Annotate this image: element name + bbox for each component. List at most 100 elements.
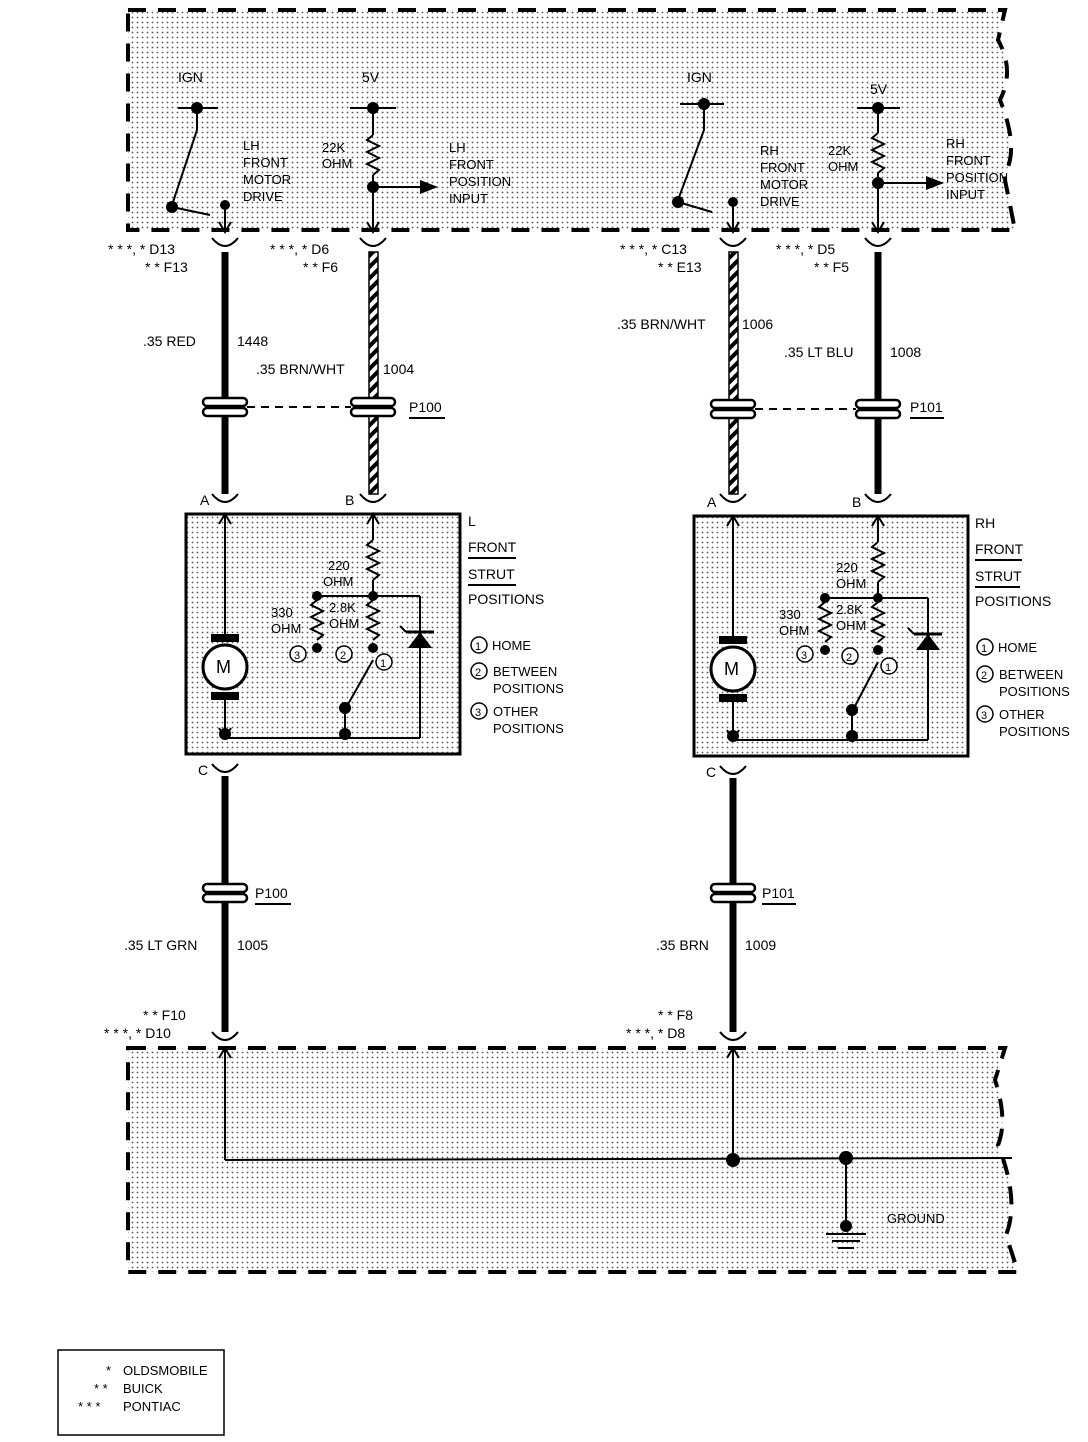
- right-position-label-1: RH: [946, 136, 965, 151]
- strut-left-title-3: STRUT: [468, 566, 515, 582]
- strut-left-pin-c: C: [198, 762, 208, 778]
- strut-left-legend-between-2: POSITIONS: [493, 681, 564, 696]
- legend-stars-pontiac: * * *: [78, 1399, 100, 1414]
- terminal-left-a-top: [211, 237, 239, 247]
- ground-symbol: [826, 1233, 866, 1249]
- terminal-left-b-pontiac: * * *, * D6: [270, 241, 329, 257]
- strut-left-marker-2: 2: [340, 650, 346, 662]
- left-ign-label: IGN: [178, 69, 203, 85]
- strut-right-marker-3: 3: [801, 650, 807, 662]
- legend-stars-oldsmobile: *: [106, 1363, 111, 1378]
- wire-left-a-circuit: 1448: [237, 333, 268, 349]
- strut-right-legend-between-1: BETWEEN: [999, 667, 1063, 682]
- strut-left-legend-other-1: OTHER: [493, 704, 539, 719]
- left-22k-value: 22K: [322, 140, 345, 155]
- terminal-right-a-buick: * * E13: [658, 259, 702, 275]
- strut-left-pin-c-cup: [211, 763, 239, 773]
- terminal-right-b-top: [864, 237, 892, 247]
- strut-left-marker-1: 1: [380, 658, 386, 670]
- left-position-label-4: INPUT: [449, 191, 488, 206]
- wire-left-a-gauge-color: .35 RED: [143, 333, 196, 349]
- strut-right-pin-c: C: [706, 764, 716, 780]
- wire-right-a-gauge-color: .35 BRN/WHT: [617, 316, 706, 332]
- strut-right-220-value: 220: [836, 560, 858, 575]
- left-22k-unit: OHM: [322, 156, 352, 171]
- legend-stars-buick: * *: [94, 1381, 108, 1396]
- left-22k-resistor: [364, 134, 382, 176]
- ground-label: GROUND: [887, 1211, 945, 1226]
- strut-right-legend-between-2: POSITIONS: [999, 684, 1070, 699]
- strut-left-220-value: 220: [328, 558, 350, 573]
- right-position-label-2: FRONT: [946, 153, 991, 168]
- terminal-left-a-buick: * * F13: [145, 259, 188, 275]
- strut-right-marker-1: 1: [885, 662, 891, 674]
- strut-right-title-1: RH: [975, 515, 995, 531]
- strut-right-title-4: POSITIONS: [975, 593, 1051, 609]
- ground-bus: [224, 1157, 1013, 1161]
- terminal-right-ground-buick: * * F8: [658, 1007, 693, 1023]
- terminal-right-b-buick: * * F5: [814, 259, 849, 275]
- left-5v-label: 5V: [362, 69, 380, 85]
- strut-left-legend-num-1: 1: [475, 641, 481, 653]
- strut-left-330-unit: OHM: [271, 621, 301, 636]
- strut-left-330-resistor: [308, 599, 326, 641]
- terminal-left-b-top: [359, 237, 387, 247]
- strut-right-330-resistor: [816, 601, 834, 643]
- wire-right-b-gauge-color: .35 LT BLU: [784, 344, 854, 360]
- connector-left-upper: [201, 396, 397, 418]
- strut-right-pin-a-cup: [719, 493, 747, 503]
- strut-right-title-2: FRONT: [975, 541, 1024, 557]
- strut-left-pin-b-cup: [359, 493, 387, 503]
- strut-right-legend-num-1: 1: [981, 643, 987, 655]
- strut-left-title-1: L: [468, 513, 476, 529]
- strut-right-220-resistor: [869, 541, 887, 583]
- strut-left-legend-home: HOME: [492, 638, 531, 653]
- right-motor-drive-label-3: MOTOR: [760, 177, 808, 192]
- wire-right-c-circuit: 1009: [745, 937, 776, 953]
- strut-left-pin-a: A: [200, 492, 210, 508]
- left-position-label-3: POSITION: [449, 174, 511, 189]
- strut-right-legend-other-2: POSITIONS: [999, 724, 1070, 739]
- terminal-left-ground-buick: * * F10: [143, 1007, 186, 1023]
- strut-right-2800-value: 2.8K: [836, 602, 863, 617]
- terminal-left-b-buick: * * F6: [303, 259, 338, 275]
- right-position-arrow: [926, 176, 944, 190]
- strut-left-motor-label: M: [216, 657, 231, 677]
- legend-buick: BUICK: [123, 1381, 163, 1396]
- strut-right-pin-a: A: [707, 494, 717, 510]
- connector-right-upper: [709, 398, 902, 420]
- right-motor-drive-label-4: DRIVE: [760, 194, 800, 209]
- strut-left-marker-3: 3: [294, 650, 300, 662]
- strut-left-diode: [399, 625, 434, 648]
- wire-left-b-circuit: 1004: [383, 361, 414, 377]
- right-motor-drive-switch: [677, 129, 705, 201]
- strut-right-legend-num-3: 3: [981, 710, 987, 722]
- terminal-right-a-top: [719, 237, 747, 247]
- terminal-right-a-pontiac: * * *, * C13: [620, 241, 687, 257]
- strut-left-wiper: [346, 659, 374, 707]
- terminal-left-ground-cup: [211, 1031, 239, 1041]
- wire-left-c-gauge-color: .35 LT GRN: [124, 937, 197, 953]
- right-22k-unit: OHM: [828, 159, 858, 174]
- strut-left-330-value: 330: [271, 605, 293, 620]
- legend-oldsmobile: OLDSMOBILE: [123, 1363, 208, 1378]
- left-position-arrow: [420, 180, 438, 194]
- left-position-label-1: LH: [449, 140, 466, 155]
- connector-right-upper-label: P101: [910, 399, 943, 415]
- left-motor-drive-label-3: MOTOR: [243, 172, 291, 187]
- top-module-outline: [126, 8, 1018, 232]
- strut-right-330-value: 330: [779, 607, 801, 622]
- terminal-right-ground-cup: [719, 1031, 747, 1041]
- connector-left-upper-label: P100: [409, 399, 442, 415]
- legend-pontiac: PONTIAC: [123, 1399, 181, 1414]
- strut-left-2800-unit: OHM: [329, 616, 359, 631]
- strut-left-2800-value: 2.8K: [329, 600, 356, 615]
- strut-left-220-unit: OHM: [323, 574, 353, 589]
- strut-left-pin-b: B: [345, 492, 354, 508]
- wire-left-b: [368, 251, 379, 495]
- strut-right-pin-c-cup: [719, 765, 747, 775]
- strut-right-2800-unit: OHM: [836, 618, 866, 633]
- strut-right-wiper: [853, 661, 879, 709]
- strut-left-pin-a-cup: [211, 493, 239, 503]
